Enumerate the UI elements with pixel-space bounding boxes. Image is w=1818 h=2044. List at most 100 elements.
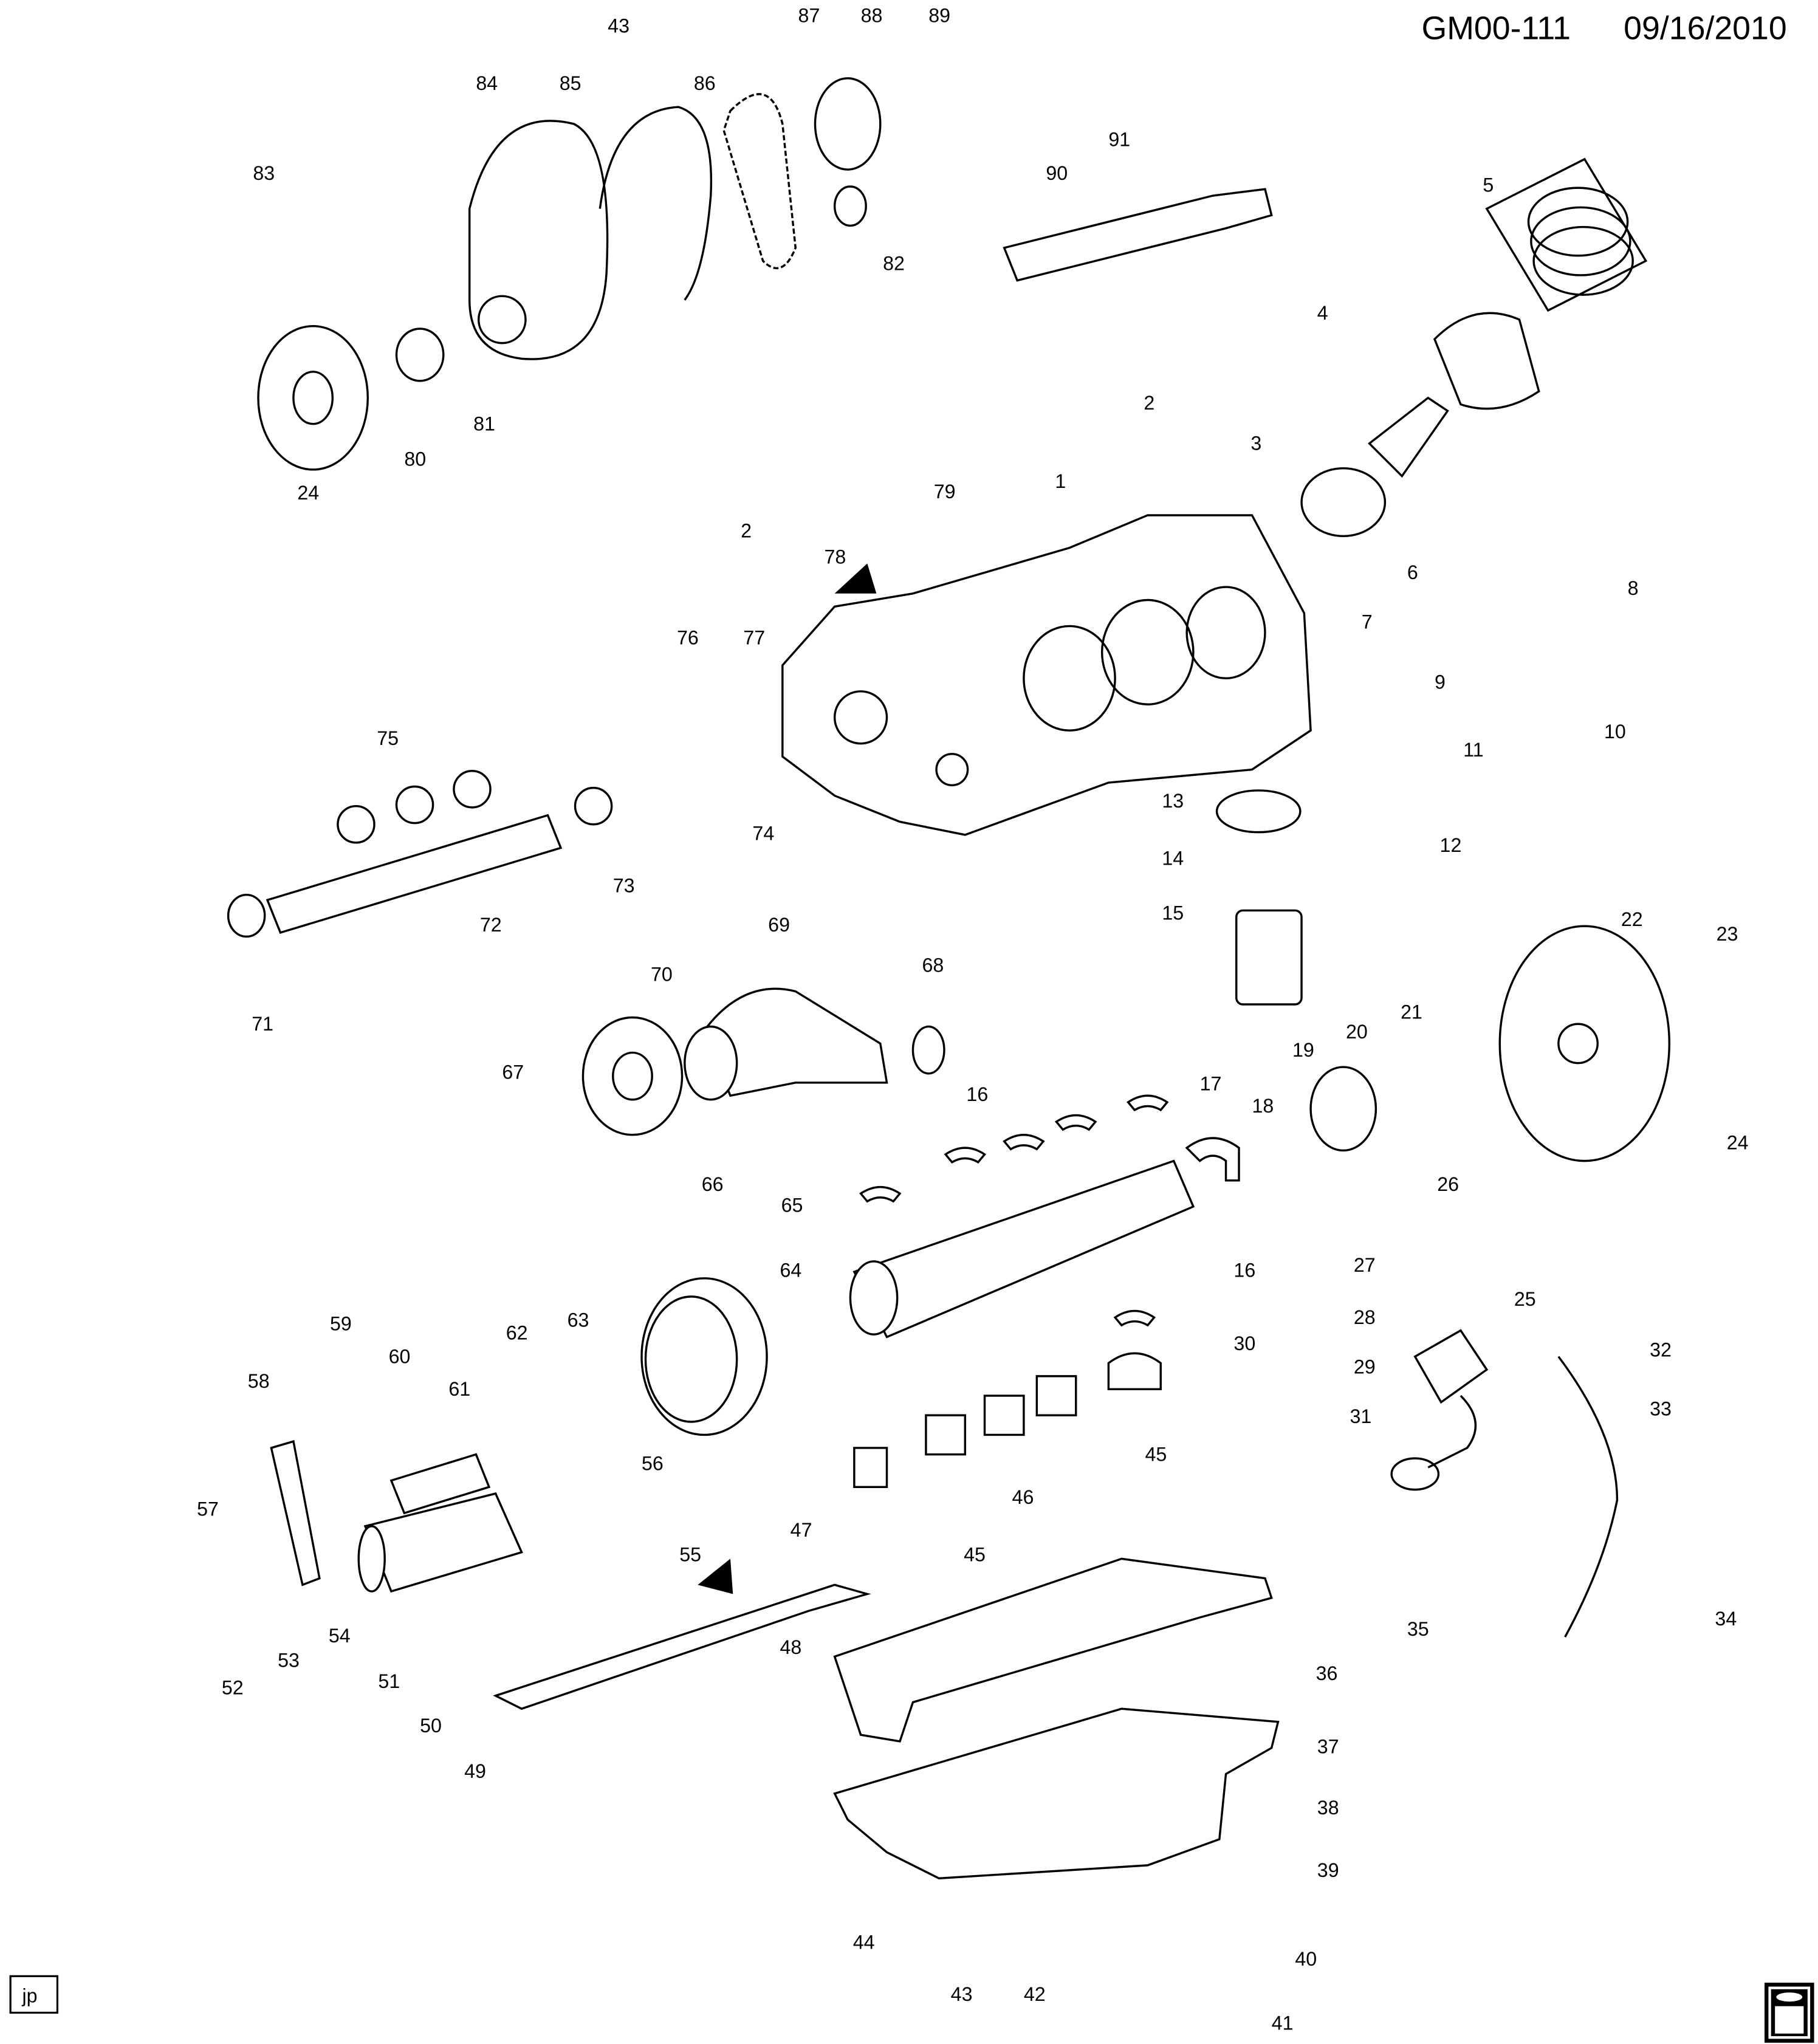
part-label[interactable]: 36 [1316, 1662, 1338, 1684]
part-label[interactable]: 87 [798, 4, 820, 26]
part-label[interactable]: 37 [1317, 1735, 1339, 1757]
part-label[interactable]: 53 [278, 1650, 300, 1672]
part-label[interactable]: 75 [377, 727, 399, 749]
part-label[interactable]: 33 [1650, 1398, 1672, 1419]
part-label[interactable]: 85 [560, 72, 581, 94]
part-label[interactable]: 28 [1354, 1306, 1376, 1328]
part-label[interactable]: 55 [679, 1544, 701, 1566]
part-label[interactable]: 16 [966, 1083, 988, 1105]
part-label[interactable]: 48 [780, 1636, 802, 1658]
part-label[interactable]: 21 [1401, 1001, 1422, 1023]
part-label[interactable]: 8 [1628, 577, 1639, 599]
part-label[interactable]: 25 [1514, 1288, 1536, 1310]
camshaft [266, 814, 563, 935]
part-label[interactable]: 52 [222, 1677, 244, 1699]
part-label[interactable]: 43 [951, 1983, 973, 2005]
part-label[interactable]: 39 [1317, 1859, 1339, 1881]
initials-text: jp [21, 1984, 37, 2006]
part-label[interactable]: 90 [1046, 162, 1068, 184]
part-label[interactable]: 16 [1233, 1260, 1255, 1281]
part-label[interactable]: 72 [480, 914, 502, 936]
part-label[interactable]: 22 [1621, 908, 1643, 930]
part-label[interactable]: 45 [1145, 1443, 1167, 1465]
part-label[interactable]: 63 [568, 1309, 589, 1331]
part-label[interactable]: 38 [1317, 1797, 1339, 1819]
part-label[interactable]: 74 [752, 823, 774, 845]
part-label[interactable]: 12 [1440, 834, 1462, 856]
parts-drawings [227, 77, 1671, 1880]
part-label[interactable]: 42 [1024, 1983, 1046, 2005]
part-label[interactable]: 14 [1162, 847, 1184, 869]
part-label[interactable]: 91 [1108, 128, 1130, 150]
part-label[interactable]: 80 [404, 448, 426, 470]
part-label[interactable]: 54 [329, 1625, 351, 1647]
part-label[interactable]: 24 [1727, 1131, 1749, 1153]
part-label[interactable]: 81 [473, 413, 495, 434]
part-label[interactable]: 65 [781, 1194, 803, 1216]
part-label[interactable]: 77 [743, 627, 765, 649]
part-label[interactable]: 59 [330, 1313, 352, 1335]
part-label[interactable]: 49 [464, 1760, 486, 1782]
part-label[interactable]: 78 [824, 546, 846, 568]
part-label[interactable]: 29 [1354, 1356, 1376, 1378]
part-label[interactable]: 79 [934, 481, 956, 502]
part-label[interactable]: 62 [506, 1322, 528, 1344]
part-label[interactable]: 66 [702, 1173, 724, 1195]
part-label[interactable]: 73 [613, 874, 635, 896]
part-label[interactable]: 32 [1650, 1339, 1672, 1361]
part-label[interactable]: 88 [861, 4, 883, 26]
part-label[interactable]: 47 [791, 1519, 812, 1541]
part-label[interactable]: 34 [1715, 1608, 1737, 1630]
part-label[interactable]: 64 [780, 1260, 802, 1281]
part-label[interactable]: 20 [1346, 1021, 1368, 1043]
part-label[interactable]: 45 [964, 1544, 986, 1566]
part-label[interactable]: 24 [297, 482, 319, 504]
part-label[interactable]: 10 [1604, 721, 1626, 742]
part-label[interactable]: 43 [608, 15, 629, 37]
part-label[interactable]: 86 [694, 72, 716, 94]
part-label[interactable]: 76 [677, 627, 699, 649]
part-label[interactable]: 3 [1250, 433, 1261, 454]
part-label[interactable]: 61 [448, 1378, 470, 1400]
part-label[interactable]: 7 [1362, 611, 1373, 633]
part-label[interactable]: 5 [1483, 174, 1494, 196]
part-label[interactable]: 46 [1012, 1486, 1034, 1508]
part-label[interactable]: 11 [1463, 739, 1483, 761]
part-label[interactable]: 17 [1200, 1073, 1222, 1095]
part-label[interactable]: 30 [1233, 1332, 1255, 1354]
part-label[interactable]: 15 [1162, 902, 1184, 924]
part-label[interactable]: 89 [928, 4, 950, 26]
part-label[interactable]: 35 [1407, 1618, 1429, 1640]
part-label[interactable]: 4 [1317, 302, 1328, 324]
part-label[interactable]: 71 [252, 1013, 273, 1035]
part-label[interactable]: 84 [476, 72, 498, 94]
part-label[interactable]: 6 [1407, 561, 1418, 583]
part-label[interactable]: 9 [1435, 671, 1446, 693]
part-label[interactable]: 2 [1144, 392, 1154, 414]
part-label[interactable]: 70 [651, 963, 673, 985]
part-label[interactable]: 69 [768, 914, 790, 936]
part-label[interactable]: 31 [1350, 1405, 1371, 1427]
crankshaft-balancer [640, 1277, 768, 1436]
part-label[interactable]: 83 [253, 162, 275, 184]
part-label[interactable]: 1 [1055, 470, 1066, 492]
part-label[interactable]: 58 [248, 1370, 270, 1392]
part-label[interactable]: 2 [741, 520, 752, 541]
part-label[interactable]: 18 [1252, 1095, 1274, 1117]
part-label[interactable]: 51 [378, 1670, 400, 1692]
part-label[interactable]: 40 [1295, 1948, 1317, 1970]
part-label[interactable]: 57 [197, 1498, 219, 1520]
part-label[interactable]: 50 [420, 1715, 442, 1737]
part-label[interactable]: 60 [389, 1345, 411, 1367]
part-label[interactable]: 13 [1162, 790, 1184, 812]
part-label[interactable]: 68 [922, 954, 944, 976]
part-label[interactable]: 23 [1717, 923, 1738, 945]
part-label[interactable]: 67 [502, 1061, 524, 1083]
part-label[interactable]: 27 [1354, 1254, 1376, 1276]
part-label[interactable]: 19 [1292, 1039, 1314, 1061]
part-label[interactable]: 26 [1437, 1173, 1459, 1195]
part-label[interactable]: 41 [1272, 2012, 1294, 2034]
part-label[interactable]: 56 [642, 1452, 664, 1474]
part-label[interactable]: 82 [883, 252, 905, 274]
part-label[interactable]: 44 [853, 1931, 875, 1953]
